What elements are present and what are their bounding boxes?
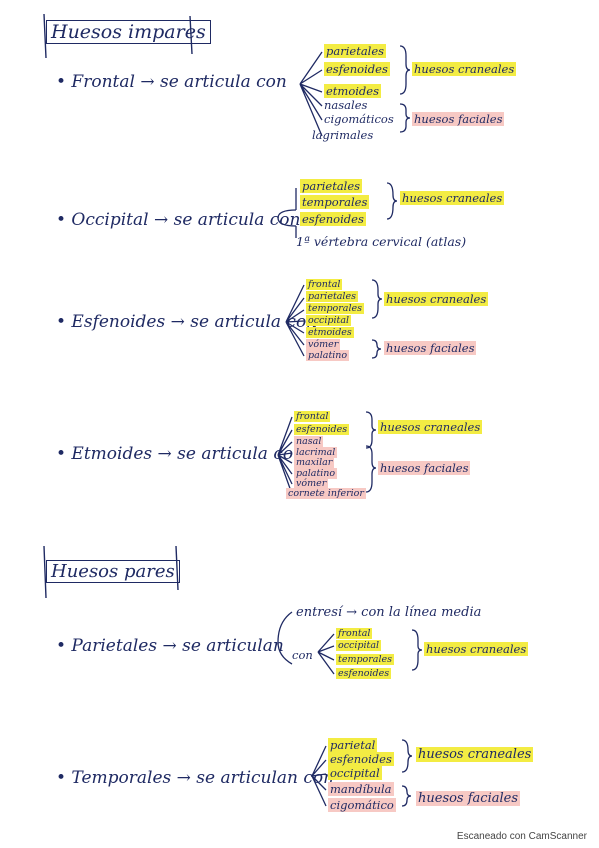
section-title-pares: Huesos pares [46,560,180,583]
occipital-item: temporales [300,195,370,209]
esfenoides-item: palatino [306,350,350,361]
parietales-item: occipital [336,640,382,651]
etmoides-item: vómer [294,478,329,489]
frontal-item: cigomáticos [324,112,394,126]
occipital-heading: • Occipital → se articula con [56,210,301,230]
group-label-craneales: huesos craneales [384,292,489,306]
etmoides-item: frontal [294,411,331,422]
esfenoides-item: temporales [306,303,364,314]
group-label-craneales: huesos craneales [412,62,517,76]
frontal-item: parietales [324,44,387,58]
group-label-craneales: huesos craneales [400,191,505,205]
temporales-item: esfenoides [328,752,394,766]
esfenoides-item: etmoides [306,327,354,338]
etmoides-item: lacrimal [294,447,338,458]
parietales-item: temporales [336,654,394,665]
group-label-craneales: huesos craneales [424,642,529,656]
temporales-item: cigomático [328,798,396,812]
parietales-item: frontal [336,628,373,639]
temporales-heading: • Temporales → se articulan con [56,768,335,788]
etmoides-item: esfenoides [294,424,350,435]
camscanner-watermark: Escaneado con CamScanner [456,831,587,842]
occipital-item: 1ª vértebra cervical (atlas) [296,234,467,249]
etmoides-item: cornete inferior [286,488,366,499]
group-label-faciales: huesos faciales [378,461,471,475]
esfenoides-item: parietales [306,291,358,302]
esfenoides-item: vómer [306,339,341,350]
etmoides-item: maxilar [294,457,335,468]
temporales-item: mandíbula [328,782,394,796]
group-label-craneales: huesos craneales [416,747,534,762]
etmoides-item: palatino [294,468,338,479]
frontal-item: etmoides [324,84,382,98]
parietales-item: esfenoides [336,668,392,679]
group-label-faciales: huesos faciales [416,791,521,806]
occipital-item: esfenoides [300,212,366,226]
etmoides-heading: • Etmoides → se articula con [56,444,305,464]
frontal-heading: • Frontal → se articula con [56,72,287,92]
occipital-item: parietales [300,179,363,193]
section-title-impares: Huesos impares [46,20,211,44]
temporales-item: occipital [328,766,382,780]
group-label-craneales: huesos craneales [378,420,483,434]
frontal-item: lagrimales [312,128,374,142]
frontal-item: nasales [324,98,368,112]
parietales-entresi: entresí → con la línea media [296,605,482,620]
esfenoides-item: frontal [306,279,343,290]
group-label-faciales: huesos faciales [412,112,505,126]
frontal-item: esfenoides [324,62,390,76]
parietales-con: con [292,648,313,662]
temporales-item: parietal [328,738,378,752]
parietales-heading: • Parietales → se articulan [56,636,284,656]
etmoides-item: nasal [294,436,324,447]
esfenoides-item: occipital [306,315,352,326]
group-label-faciales: huesos faciales [384,341,477,355]
esfenoides-heading: • Esfenoides → se articula con [56,312,318,332]
